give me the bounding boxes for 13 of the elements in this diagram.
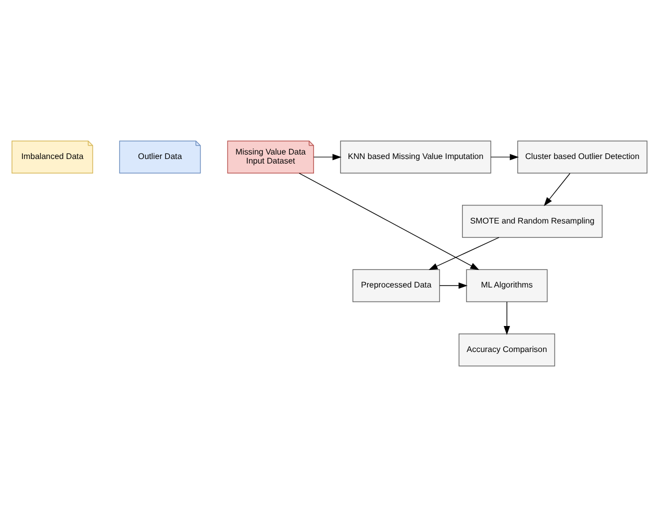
node-box: SMOTE and Random Resampling [462,204,603,238]
node-box: Cluster based Outlier Detection [517,140,648,173]
arrow [544,172,570,206]
node-box: Accuracy Comparison [458,333,556,366]
arrow [439,282,468,288]
arrow [298,172,480,270]
node-box: ML Algorithms [466,268,548,302]
node-box: Preprocessed Data [352,268,440,302]
arrow [428,236,500,270]
arrow [504,301,510,334]
arrow [490,153,519,160]
node-box: KNN based Missing Value Imputation [340,140,492,173]
arrow [313,153,342,160]
